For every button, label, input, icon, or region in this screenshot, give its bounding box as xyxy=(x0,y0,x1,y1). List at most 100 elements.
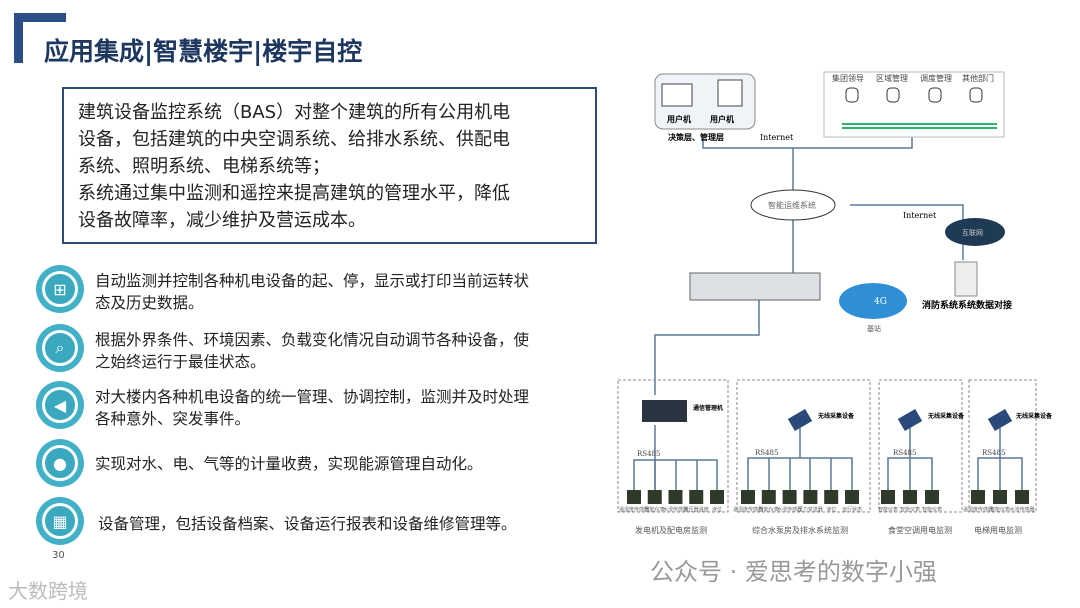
device-label: 液位 xyxy=(712,506,722,513)
label: RS485 xyxy=(893,449,916,457)
sensor-device-icon xyxy=(971,490,985,504)
zone-box xyxy=(617,379,729,513)
intro-line: 系统通过集中监测和遥控来提高建筑的管理水平，降低 xyxy=(78,183,510,204)
network-switch-icon xyxy=(689,272,821,301)
zone-box xyxy=(878,379,963,513)
sensor-device-icon xyxy=(881,490,895,504)
title-bracket-decoration xyxy=(14,13,66,63)
sensor-device-icon xyxy=(1015,490,1029,504)
desktop-icon xyxy=(717,79,743,107)
watermark-right: 公众号 · 爱思考的数字小强 xyxy=(650,558,937,586)
device-label: 水浸传感器 xyxy=(1009,506,1034,513)
zone-label: 电梯用电监测 xyxy=(974,525,1022,535)
label: Internet xyxy=(760,133,794,142)
zone-label: 综合水泵房及排水系统监测 xyxy=(752,525,848,535)
label: 区域管理 xyxy=(876,73,908,83)
feature-item: ● 实现对水、电、气等的计量收费，实现能源管理自动化。 xyxy=(36,439,606,489)
sensor-device-icon xyxy=(824,490,839,504)
feature-item: ◀ 对大楼内各种机电设备的统一管理、协调控制，监测并及时处理各种意外、突发事件。 xyxy=(36,381,606,431)
sensor-device-icon xyxy=(668,490,683,504)
label: 集团领导 xyxy=(832,73,864,83)
sensor-device-icon xyxy=(803,490,818,504)
device-label: 水浸传感器 xyxy=(777,506,802,513)
label: 用户机 xyxy=(666,114,691,124)
sensor-device-icon xyxy=(782,490,797,504)
sensor-device-icon xyxy=(845,490,859,504)
label: Internet xyxy=(903,211,937,220)
zone-box xyxy=(968,379,1037,513)
device-label: 智能仪表 xyxy=(878,506,898,513)
device-label: 温湿度传感器 xyxy=(963,506,993,513)
chat-bubble-icon: ● xyxy=(36,439,84,487)
feature-text: 对大楼内各种机电设备的统一管理、协调控制，监测并及时处理 xyxy=(95,388,530,406)
comm-manager-icon xyxy=(642,400,687,422)
feature-text: 自动监测并控制各种机电设备的起、停，显示或打印当前运转状 xyxy=(95,272,530,290)
label: 智能运维系统 xyxy=(768,200,816,210)
label: 其他部门 xyxy=(962,73,994,83)
label: 4G xyxy=(874,297,887,307)
magnifier-icon: ⌕ xyxy=(36,324,84,372)
intro-line: 建筑设备监控系统（BAS）对整个建筑的所有公用机电 xyxy=(78,102,511,123)
sensor-device-icon xyxy=(689,490,704,504)
device-label: 智能仪表 xyxy=(645,506,665,513)
device-label: 智能仪表 xyxy=(922,506,942,513)
label: RS485 xyxy=(982,449,1005,457)
ops-cloud-icon xyxy=(750,189,836,221)
monitor-icon xyxy=(969,87,983,103)
wireless-collector-icon xyxy=(897,408,923,432)
label: 无线采集设备 xyxy=(1015,412,1053,420)
device-label: 温湿度传感器 xyxy=(619,506,649,513)
wireless-collector-icon xyxy=(787,408,813,432)
feature-text: 各种意外、突发事件。 xyxy=(95,410,251,428)
internet-cloud-icon xyxy=(945,218,1005,246)
sensor-device-icon xyxy=(761,490,776,504)
page-title: 应用集成|智慧楼宇|楼宇自控 xyxy=(44,37,363,66)
device-label: 变压器温度 xyxy=(684,506,709,513)
watermark-left: 大数跨境 xyxy=(8,579,88,603)
hierarchy-icon: ⊞ xyxy=(36,265,84,313)
feature-text: 实现对水、电、气等的计量收费，实现能源管理自动化。 xyxy=(95,455,483,473)
device-label: 温湿度传感器 xyxy=(733,506,763,513)
zone-box xyxy=(736,379,871,513)
label: 无线采集设备 xyxy=(927,412,965,420)
device-label: 运行状态 xyxy=(842,506,862,513)
label: 互联网 xyxy=(962,228,983,237)
feature-item: ⌕ 根据外界条件、环境因素、负载变化情况自动调节各种设备，使之始终运行于最佳状态… xyxy=(36,324,606,374)
label: 用户机 xyxy=(709,114,734,124)
sensor-device-icon xyxy=(710,490,724,504)
sensor-device-icon xyxy=(903,490,917,504)
departments-group xyxy=(823,71,1005,138)
sensor-device-icon xyxy=(925,490,939,504)
label: 通信管理机 xyxy=(693,404,723,412)
zone-label: 发电机及配电房监测 xyxy=(635,525,707,535)
megaphone-icon: ◀ xyxy=(36,381,84,429)
sensor-device-icon xyxy=(741,490,755,504)
monitor-icon xyxy=(886,87,900,103)
label: 无线采集设备 xyxy=(817,412,855,420)
monitor-icon xyxy=(845,87,859,103)
device-label: 液位 xyxy=(826,506,836,513)
feature-text: 根据外界条件、环境因素、负载变化情况自动调节各种设备，使 xyxy=(95,331,530,349)
intro-line: 设备故障率，减少维护及营运成本。 xyxy=(78,210,366,231)
label: RS485 xyxy=(637,450,660,458)
page-number: 30 xyxy=(52,550,65,561)
wireless-collector-icon xyxy=(987,408,1013,432)
label: 消防系统系统数据对接 xyxy=(922,299,1012,311)
zone-label: 食堂空调用电监测 xyxy=(888,525,952,535)
intro-box: 建筑设备监控系统（BAS）对整个建筑的所有公用机电 设备，包括建筑的中央空调系统… xyxy=(62,87,597,244)
sensor-device-icon xyxy=(627,490,641,504)
laptop-icon xyxy=(661,83,693,107)
device-label: 智能仪表 xyxy=(759,506,779,513)
label: 调度管理 xyxy=(920,73,952,83)
calendar-icon: ▦ xyxy=(36,497,84,545)
server-icon xyxy=(954,261,978,297)
sensor-device-icon xyxy=(647,490,662,504)
intro-line: 系统、照明系统、电梯系统等； xyxy=(78,156,330,177)
label: 决策层、管理层 xyxy=(668,132,724,142)
feature-item: ⊞ 自动监测并控制各种机电设备的起、停，显示或打印当前运转状态及历史数据。 xyxy=(36,265,606,315)
device-label: 压力变送器 xyxy=(798,506,823,513)
feature-text: 态及历史数据。 xyxy=(95,294,204,312)
feature-text: 之始终运行于最佳状态。 xyxy=(95,353,266,371)
intro-line: 设备，包括建筑的中央空调系统、给排水系统、供配电 xyxy=(78,129,510,150)
